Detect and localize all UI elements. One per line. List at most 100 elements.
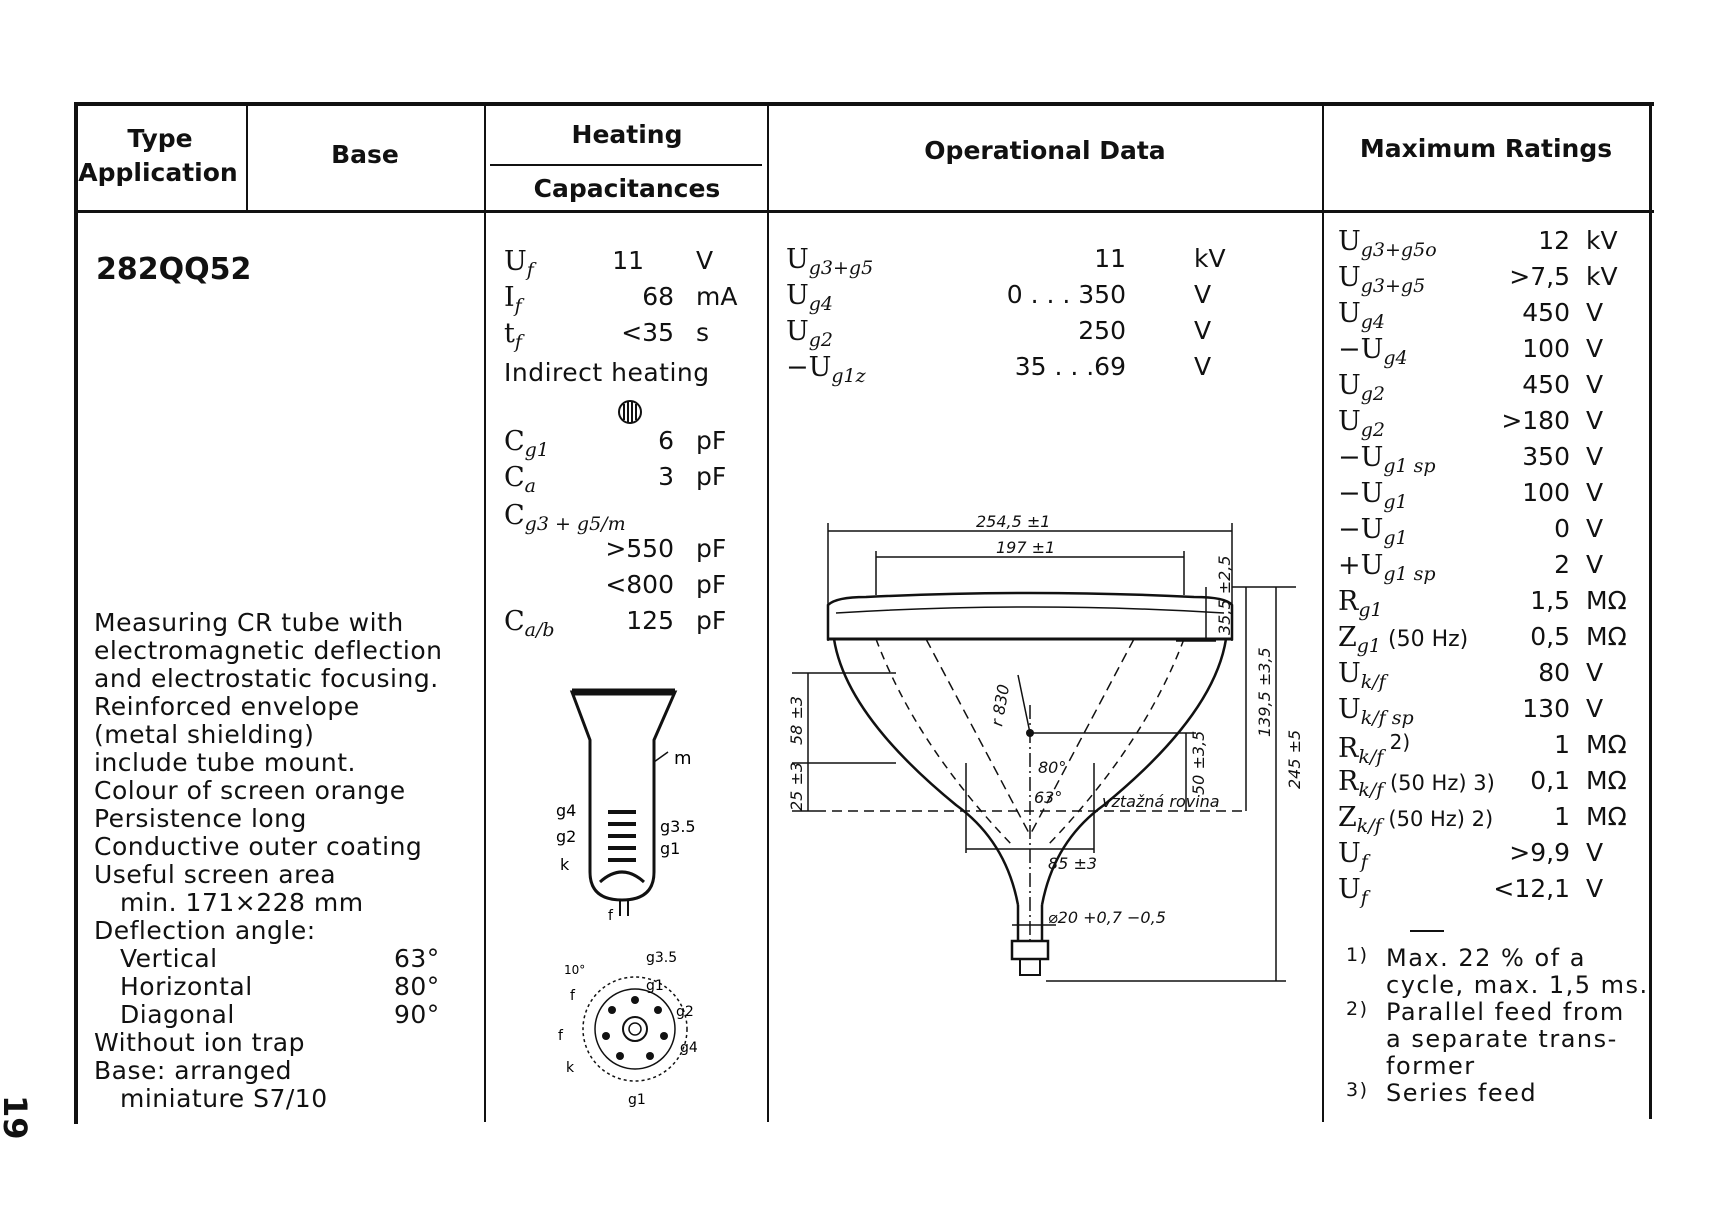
application-block: Measuring CR tube with electromagnetic d… [94,608,482,1113]
max-row: Rk/f (50 Hz) 3) 0,1 MΩ [1338,766,1648,802]
value: 250 [1078,316,1126,345]
tube-dimension-drawing: 254,5 ±1 197 ±1 35,5 ±2,5 139,5 ±3,5 245… [787,512,1304,982]
symbol: R [1338,766,1359,797]
subscript: g3+g5o [1360,239,1437,261]
subscript: g1 [1358,599,1383,621]
symbol: U [1338,298,1361,329]
symbol: Z [1338,802,1357,833]
unit: MΩ [1586,730,1627,759]
value: <12,1 [1493,874,1570,903]
symbol: U [1338,838,1361,869]
label-k: k [560,855,570,874]
col-rule-heating [484,106,486,1122]
dim-80deg: 80° [1038,758,1066,777]
heating-row: If 68 mA [504,282,754,317]
extra: (50 Hz) 3) [1383,771,1495,795]
footnote-line: a separate trans- [1386,1025,1618,1053]
value: 1 [1554,730,1570,759]
max-row: Ug2 450 V [1338,370,1648,406]
symbol: U [786,244,809,275]
value: 0,1 [1530,766,1570,795]
value: 0 [1554,514,1570,543]
unit: V [1194,316,1212,345]
cap-row: Ca 3 pF [504,462,754,498]
app-line: Reinforced envelope [94,692,360,721]
angle-label: Horizontal [120,972,253,1001]
label-g2: g2 [676,1004,694,1020]
max-row: Ug3+g5o 12 kV [1338,226,1648,262]
symbol: U [1338,370,1361,401]
dim-197: 197 ±1 [996,538,1055,557]
subscript: g1 [1383,491,1408,513]
unit: MΩ [1586,802,1627,831]
max-row: −Ug4 100 V [1338,334,1648,370]
value: 6 [658,426,674,455]
header-heating: Heating [571,120,683,149]
max-row: −Ug1 0 V [1338,514,1648,550]
footnote-mark: 3) [1346,1079,1369,1101]
table-top-rule [74,102,1654,106]
unit: V [696,246,714,275]
symbol: U [786,280,809,311]
max-row: Uk/f 80 V [1338,658,1648,694]
angle-value: 80° [394,972,440,1001]
symbol: C [504,606,525,637]
symbol: U [1338,226,1361,257]
app-line: include tube mount. [94,748,356,777]
max-row: Ug3+g5 >7,5 kV [1338,262,1648,298]
heating-split-rule [490,164,762,166]
col-rule-maximum [1322,106,1324,1122]
value: <35 [621,318,674,347]
subscript: g3 + g5/m [524,513,626,535]
cap-row: Cg1 6 pF [504,426,754,462]
label-g4: g4 [680,1040,698,1056]
footnotes: 1) Max. 22 % of a cycle, max. 1,5 ms. 2)… [1346,944,1647,1107]
cap-row: Ca/b 125 pF [504,606,754,642]
header-capacitances: Capacitances [533,174,721,203]
dim-245: 245 ±5 [1285,730,1304,789]
app-line: Measuring CR tube with [94,608,404,637]
angle-label: Diagonal [120,1000,235,1029]
value: >180 [1501,406,1570,435]
app-line: Conductive outer coating [94,832,423,861]
value: 11 [1094,244,1126,273]
subscript: g2 [1360,419,1386,441]
unit: MΩ [1586,622,1627,651]
angle-row: Diagonal 90° [94,1000,482,1029]
unit: V [1586,478,1604,507]
unit: kV [1194,244,1226,273]
symbol: U [1338,658,1361,689]
footnote-mark: 2) [1346,998,1369,1020]
page-number: 19 [0,1095,34,1140]
subscript: f [514,331,522,353]
symbol: −U [1338,478,1384,509]
subscript: k/f [1358,746,1384,768]
angle-value: 90° [394,1000,440,1029]
max-row: Uk/f sp 130 V [1338,694,1648,730]
subscript: a [524,475,536,497]
dim-63deg: 63° [1034,788,1062,807]
label-g4: g4 [556,801,576,820]
app-line: Useful screen area [94,860,337,889]
subscript: f [526,259,534,281]
dim-r830: r 830 [987,683,1013,728]
value: >7,5 [1509,262,1570,291]
label-g2: g2 [556,827,576,846]
unit: pF [696,534,727,563]
subscript: a/b [524,619,555,641]
dim-58: 58 ±3 [787,696,806,745]
app-line: (metal shielding) [94,720,315,749]
footnote-separator [1410,930,1444,932]
value: 12 [1538,226,1570,255]
value: 130 [1522,694,1570,723]
unit: s [696,318,710,347]
value: 1 [1554,802,1570,831]
value: <800 [605,570,674,599]
unit: V [1586,442,1604,471]
symbol: −U [1338,514,1384,545]
value: 100 [1522,478,1570,507]
max-row: −Ug1 sp 350 V [1338,442,1648,478]
label-f-top: f [570,988,576,1004]
footnote: 1) Max. 22 % of a cycle, max. 1,5 ms. [1346,944,1647,999]
value: 125 [626,606,674,635]
